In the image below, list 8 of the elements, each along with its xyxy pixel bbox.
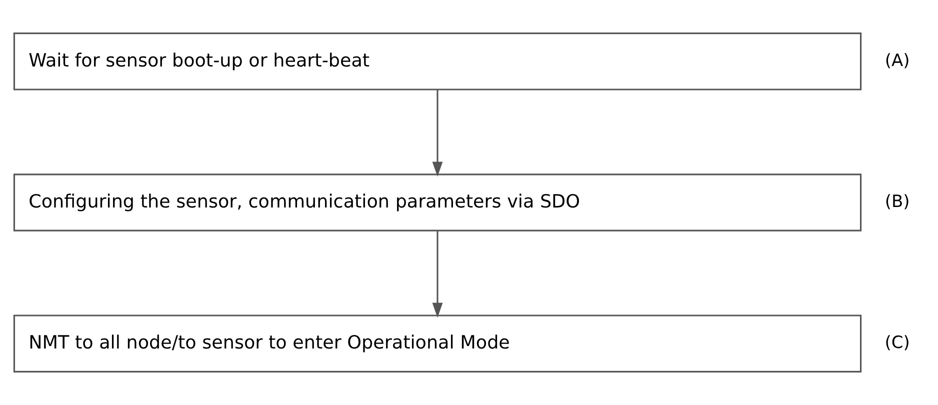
arrow [432, 90, 442, 177]
arrow [432, 230, 442, 318]
node-label: (C) [884, 333, 910, 354]
node-box: Configuring the sensor, communication parameters via SDO [12, 174, 862, 232]
node-box: NMT to all node/to sensor to enter Operational Mode [12, 314, 862, 372]
node-label: (A) [884, 50, 910, 71]
node-box: Wait for sensor boot-up or heart-beat [12, 32, 862, 90]
node-label: (B) [884, 192, 910, 212]
